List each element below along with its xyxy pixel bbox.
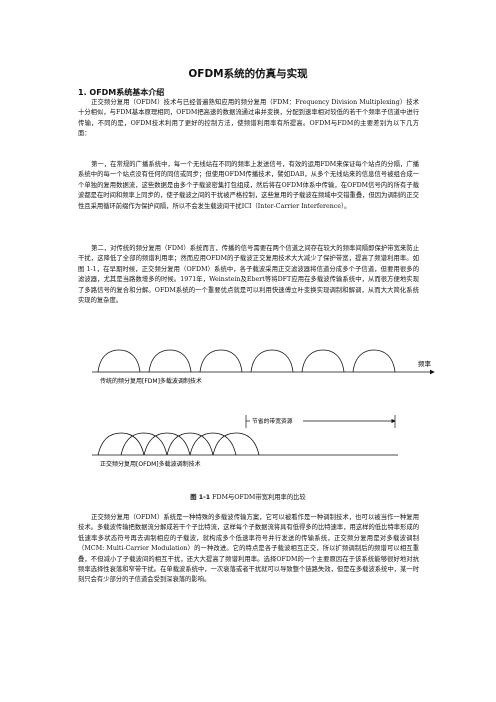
paragraph-text: 第一，在常规的广播系统中，每一个无线站在不同的频率上发送信号，有效的运用FDM来… <box>78 161 419 210</box>
figure-caption-label: 图 1-1 <box>190 494 211 501</box>
paragraph-second-difference: 第二，对传统的频分复用（FDM）系统而言，传播的信号需要在两个信道之间存在较大的… <box>78 244 419 306</box>
paragraph-ofdm-description: 正交频分复用（OFDM）系统是一种特殊的多载波传输方案，它可以被看作是一种调制技… <box>78 513 419 586</box>
paragraph-text: 正交频分复用（OFDM）技术与已经普遍熟知应用的频分复用（FDM：Frequen… <box>78 99 419 138</box>
fdm-label: 传统的频分复用[FDM]多载波调制技术 <box>100 377 202 385</box>
saving-label: 节省的带宽资源 <box>252 417 293 425</box>
ofdm-label: 正交频分复用[OFDM]多载波调制技术 <box>100 460 201 468</box>
figure-caption: 图 1-1 FDM与OFDM带宽利用率的比较 <box>0 492 496 501</box>
ofdm-spectrum-humps <box>97 432 260 456</box>
frequency-axis-label: 频率 <box>418 359 432 368</box>
paragraph-text: 第二，对传统的频分复用（FDM）系统而言，传播的信号需要在两个信道之间存在较大的… <box>78 245 419 305</box>
paragraph-intro: 正交频分复用（OFDM）技术与已经普遍熟知应用的频分复用（FDM：Frequen… <box>78 98 419 140</box>
paragraph-text: 正交频分复用（OFDM）系统是一种特殊的多载波传输方案，它可以被看作是一种调制技… <box>78 514 419 584</box>
section-heading: 1. OFDM系统基本介绍 <box>78 88 165 97</box>
paper-title: OFDM系统的仿真与实现 <box>188 68 308 80</box>
figure-caption-text: FDM与OFDM带宽利用率的比较 <box>212 494 306 501</box>
fdm-spectrum-humps <box>97 349 396 373</box>
paragraph-first-difference: 第一，在常规的广播系统中，每一个无线站在不同的频率上发送信号，有效的运用FDM来… <box>78 160 419 212</box>
